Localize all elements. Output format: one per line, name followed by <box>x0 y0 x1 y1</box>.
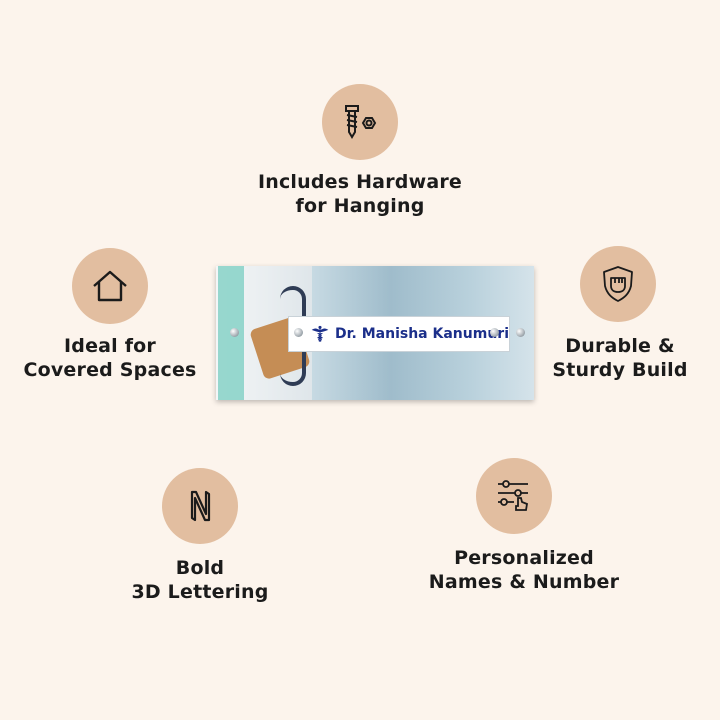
bold3d-label-line2: 3D Lettering <box>131 581 269 603</box>
bold3d-label: Bold 3D Lettering <box>100 556 300 604</box>
durable-label: Durable & Sturdy Build <box>536 334 704 382</box>
personalized-label: Personalized Names & Number <box>414 546 634 594</box>
name-strip: Dr. Manisha Kanumuri <box>288 316 510 352</box>
house-icon <box>93 270 127 302</box>
bold3d-icon-circle <box>162 468 238 544</box>
caduceus-icon <box>311 325 329 342</box>
sliders-hand-icon <box>498 480 529 511</box>
hardware-label-line2: for Hanging <box>295 195 425 217</box>
fist-shield-icon <box>603 266 633 302</box>
screw-nut-icon <box>345 105 377 139</box>
personalized-icon-circle <box>476 458 552 534</box>
durable-icon-circle <box>580 246 656 322</box>
hardware-label: Includes Hardware for Hanging <box>240 170 480 218</box>
doctor-name: Dr. Manisha Kanumuri <box>335 326 509 342</box>
letter-n-icon <box>190 490 211 522</box>
bold3d-label-line1: Bold <box>175 557 225 579</box>
durable-label-line2: Sturdy Build <box>552 359 688 381</box>
covered-label: Ideal for Covered Spaces <box>10 334 210 382</box>
standoff-bolt <box>516 328 525 337</box>
covered-label-line1: Ideal for <box>64 335 156 357</box>
name-plate-image: Dr. Manisha Kanumuri <box>216 266 534 400</box>
personalized-label-line1: Personalized <box>454 547 594 569</box>
standoff-bolt <box>230 328 239 337</box>
hardware-icon-circle <box>322 84 398 160</box>
hardware-label-line1: Includes Hardware <box>257 171 463 193</box>
standoff-bolt <box>490 328 499 337</box>
covered-label-line2: Covered Spaces <box>23 359 197 381</box>
covered-icon-circle <box>72 248 148 324</box>
standoff-bolt <box>294 328 303 337</box>
durable-label-line1: Durable & <box>565 335 675 357</box>
personalized-label-line2: Names & Number <box>428 571 620 593</box>
